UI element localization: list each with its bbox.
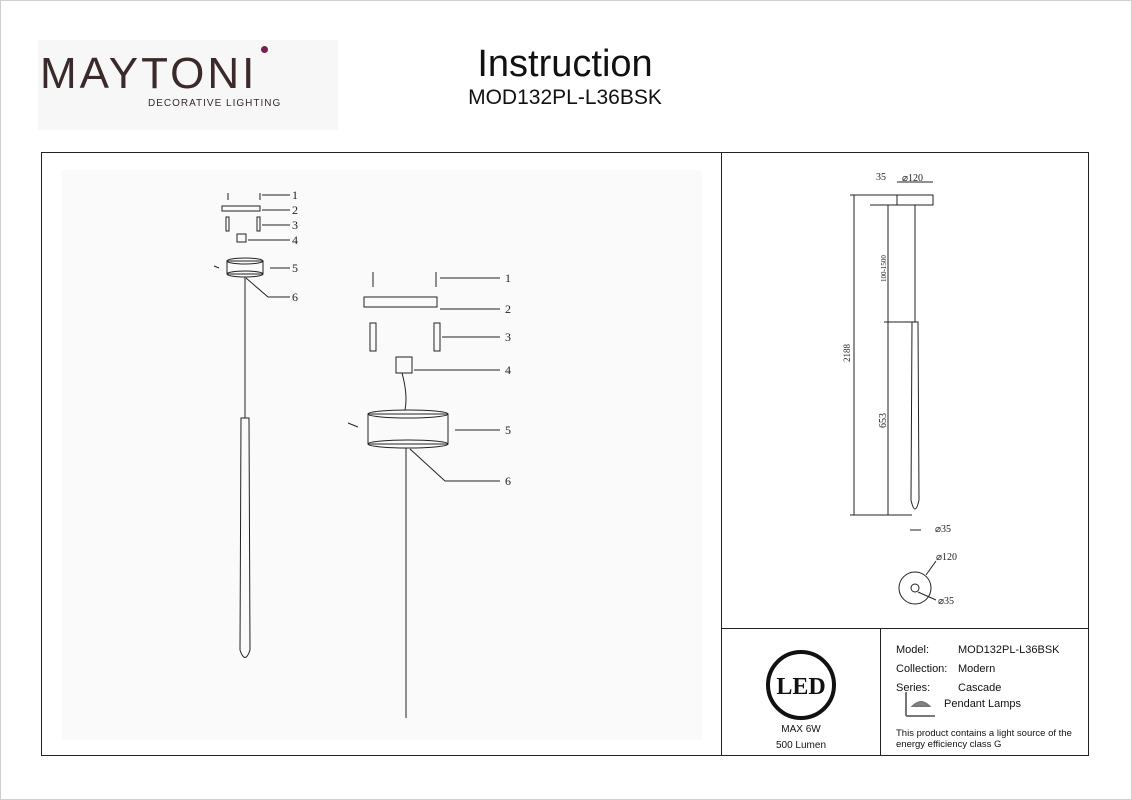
brand-logo: MAYTONI DECORATIVE LIGHTING (38, 40, 338, 130)
part-label: 4 (505, 363, 511, 377)
panel-divider (721, 152, 722, 756)
small-assembly-view (213, 193, 290, 658)
dim-base-outer: ⌀120 (936, 552, 957, 563)
main-frame (41, 152, 1089, 756)
spec-energy-note: This product contains a light source of … (896, 728, 1072, 750)
spec-model-value: MOD132PL-L36BSK (958, 644, 1060, 656)
spec-type-value: Pendant Lamps (944, 698, 1022, 710)
brand-accent-dot (261, 46, 268, 53)
part-label: 3 (505, 330, 511, 344)
panel-divider (722, 628, 1089, 629)
brand-name: MAYTONI (40, 49, 258, 98)
led-badge-text: LED (776, 674, 825, 700)
dim-total-height: 2188 (842, 344, 852, 363)
document-title: Instruction (477, 43, 653, 85)
part-label: 1 (292, 188, 298, 202)
pendant-lamp-icon (905, 692, 935, 717)
large-assembly-view (347, 272, 500, 718)
part-label: 4 (292, 233, 298, 247)
part-label: 6 (505, 474, 511, 488)
part-label: 5 (292, 261, 298, 275)
assembly-drawing-area (62, 170, 702, 740)
part-label: 1 (505, 271, 511, 285)
brand-tagline: DECORATIVE LIGHTING (148, 98, 282, 109)
dim-shade-length: 653 (878, 413, 889, 428)
dim-canopy-diameter: ⌀120 (902, 173, 923, 184)
dim-cable-range: 100-1500 (880, 255, 888, 282)
led-power: MAX 6W (781, 724, 821, 735)
part-label: 2 (292, 203, 298, 217)
led-badge: LED (766, 650, 836, 720)
dim-shade-diameter: ⌀35 (935, 524, 951, 535)
document-model: MOD132PL-L36BSK (468, 86, 662, 109)
dim-base-inner: ⌀35 (938, 596, 954, 607)
spec-model-label: Model: (896, 644, 930, 656)
dim-canopy-height: 35 (876, 172, 886, 183)
spec-series-label: Series: (896, 682, 931, 694)
part-label: 2 (505, 302, 511, 316)
part-label: 3 (292, 218, 298, 232)
panel-divider (880, 628, 881, 756)
dimension-drawing (850, 181, 937, 605)
spec-collection-value: Modern (958, 663, 996, 675)
spec-collection-label: Collection: (896, 663, 948, 675)
led-lumen: 500 Lumen (775, 740, 827, 751)
spec-series-value: Cascade (958, 682, 1002, 694)
part-label: 5 (505, 423, 511, 437)
part-label: 6 (292, 290, 298, 304)
